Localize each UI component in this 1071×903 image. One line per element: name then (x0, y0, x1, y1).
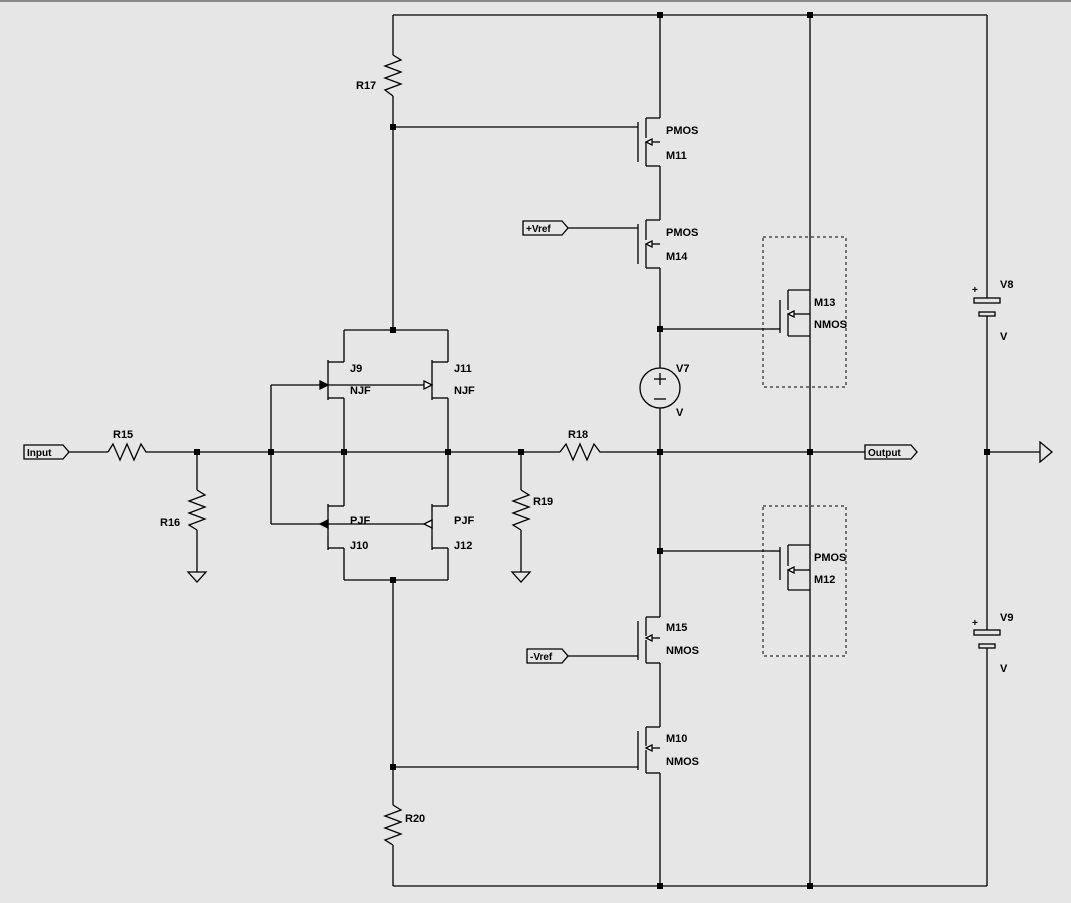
m12-group-box (762, 505, 847, 657)
m13-group-box (762, 236, 847, 388)
j12-label: J12 (454, 540, 472, 552)
resistor-r15 (107, 442, 150, 462)
v7-value: V (676, 407, 684, 419)
r16-label: R16 (160, 517, 180, 529)
r20-label: R20 (405, 813, 425, 825)
m13-model: NMOS (814, 319, 847, 331)
resistor-r18 (559, 442, 604, 462)
vref-neg-port[interactable]: -Vref (526, 648, 569, 664)
ground-icon (186, 571, 208, 583)
mosfet-m14 (637, 219, 660, 269)
junction-dots (194, 12, 990, 889)
battery-v9 (973, 615, 1001, 662)
v9-value: V (1000, 663, 1008, 675)
resistor-r19 (511, 489, 531, 531)
m15-model: NMOS (666, 645, 699, 657)
mosfet-m13 (770, 289, 810, 337)
m15-label: M15 (666, 622, 687, 634)
mosfet-m15 (637, 616, 660, 664)
resistor-r17 (383, 54, 403, 97)
input-port-label: Input (27, 448, 52, 459)
ground-icon (1039, 440, 1054, 464)
r19-label: R19 (533, 496, 553, 508)
v8-value: V (1000, 331, 1008, 343)
j10-label: J10 (350, 540, 368, 552)
wires (68, 14, 1040, 887)
v8-plus-sign: + (972, 285, 978, 296)
m12-model: PMOS (814, 552, 846, 564)
m11-label: M11 (666, 150, 687, 162)
m11-model: PMOS (666, 125, 698, 137)
jfet-j11 (423, 360, 448, 400)
v8-label: V8 (1000, 279, 1013, 291)
jfet-j12 (422, 504, 448, 550)
r18-label: R18 (568, 429, 588, 441)
v7-label: V7 (676, 363, 689, 375)
m14-label: M14 (666, 251, 688, 263)
m14-model: PMOS (666, 227, 698, 239)
m10-label: M10 (666, 733, 687, 745)
jfet-j9 (319, 360, 344, 400)
m13-label: M13 (814, 297, 835, 309)
m12-label: M12 (814, 574, 835, 586)
r15-label: R15 (113, 429, 133, 441)
resistor-r16 (187, 489, 207, 531)
vref-pos-label: +Vref (526, 224, 551, 235)
j12-model: PJF (454, 515, 474, 527)
j9-label: J9 (350, 363, 362, 375)
v9-label: V9 (1000, 612, 1013, 624)
mosfet-m12 (770, 544, 810, 591)
r17-label: R17 (356, 80, 376, 92)
resistor-r20 (383, 804, 403, 846)
vref-pos-port[interactable]: +Vref (522, 220, 569, 236)
jfet-j10 (318, 504, 344, 550)
voltage-source-v7 (639, 367, 681, 409)
vref-neg-label: -Vref (530, 652, 553, 663)
v9-plus-sign: + (972, 618, 978, 629)
j9-model: NJF (350, 385, 371, 397)
output-port[interactable]: Output (864, 444, 918, 460)
j11-model: NJF (454, 385, 475, 397)
j11-label: J11 (454, 363, 472, 375)
j10-model: PJF (350, 515, 370, 527)
mosfet-m10 (637, 726, 660, 774)
ground-icon (510, 571, 532, 583)
m10-model: NMOS (666, 756, 699, 768)
mosfet-m11 (637, 117, 660, 167)
input-port[interactable]: Input (23, 444, 70, 460)
output-port-label: Output (868, 448, 901, 459)
battery-v8 (973, 290, 1001, 318)
